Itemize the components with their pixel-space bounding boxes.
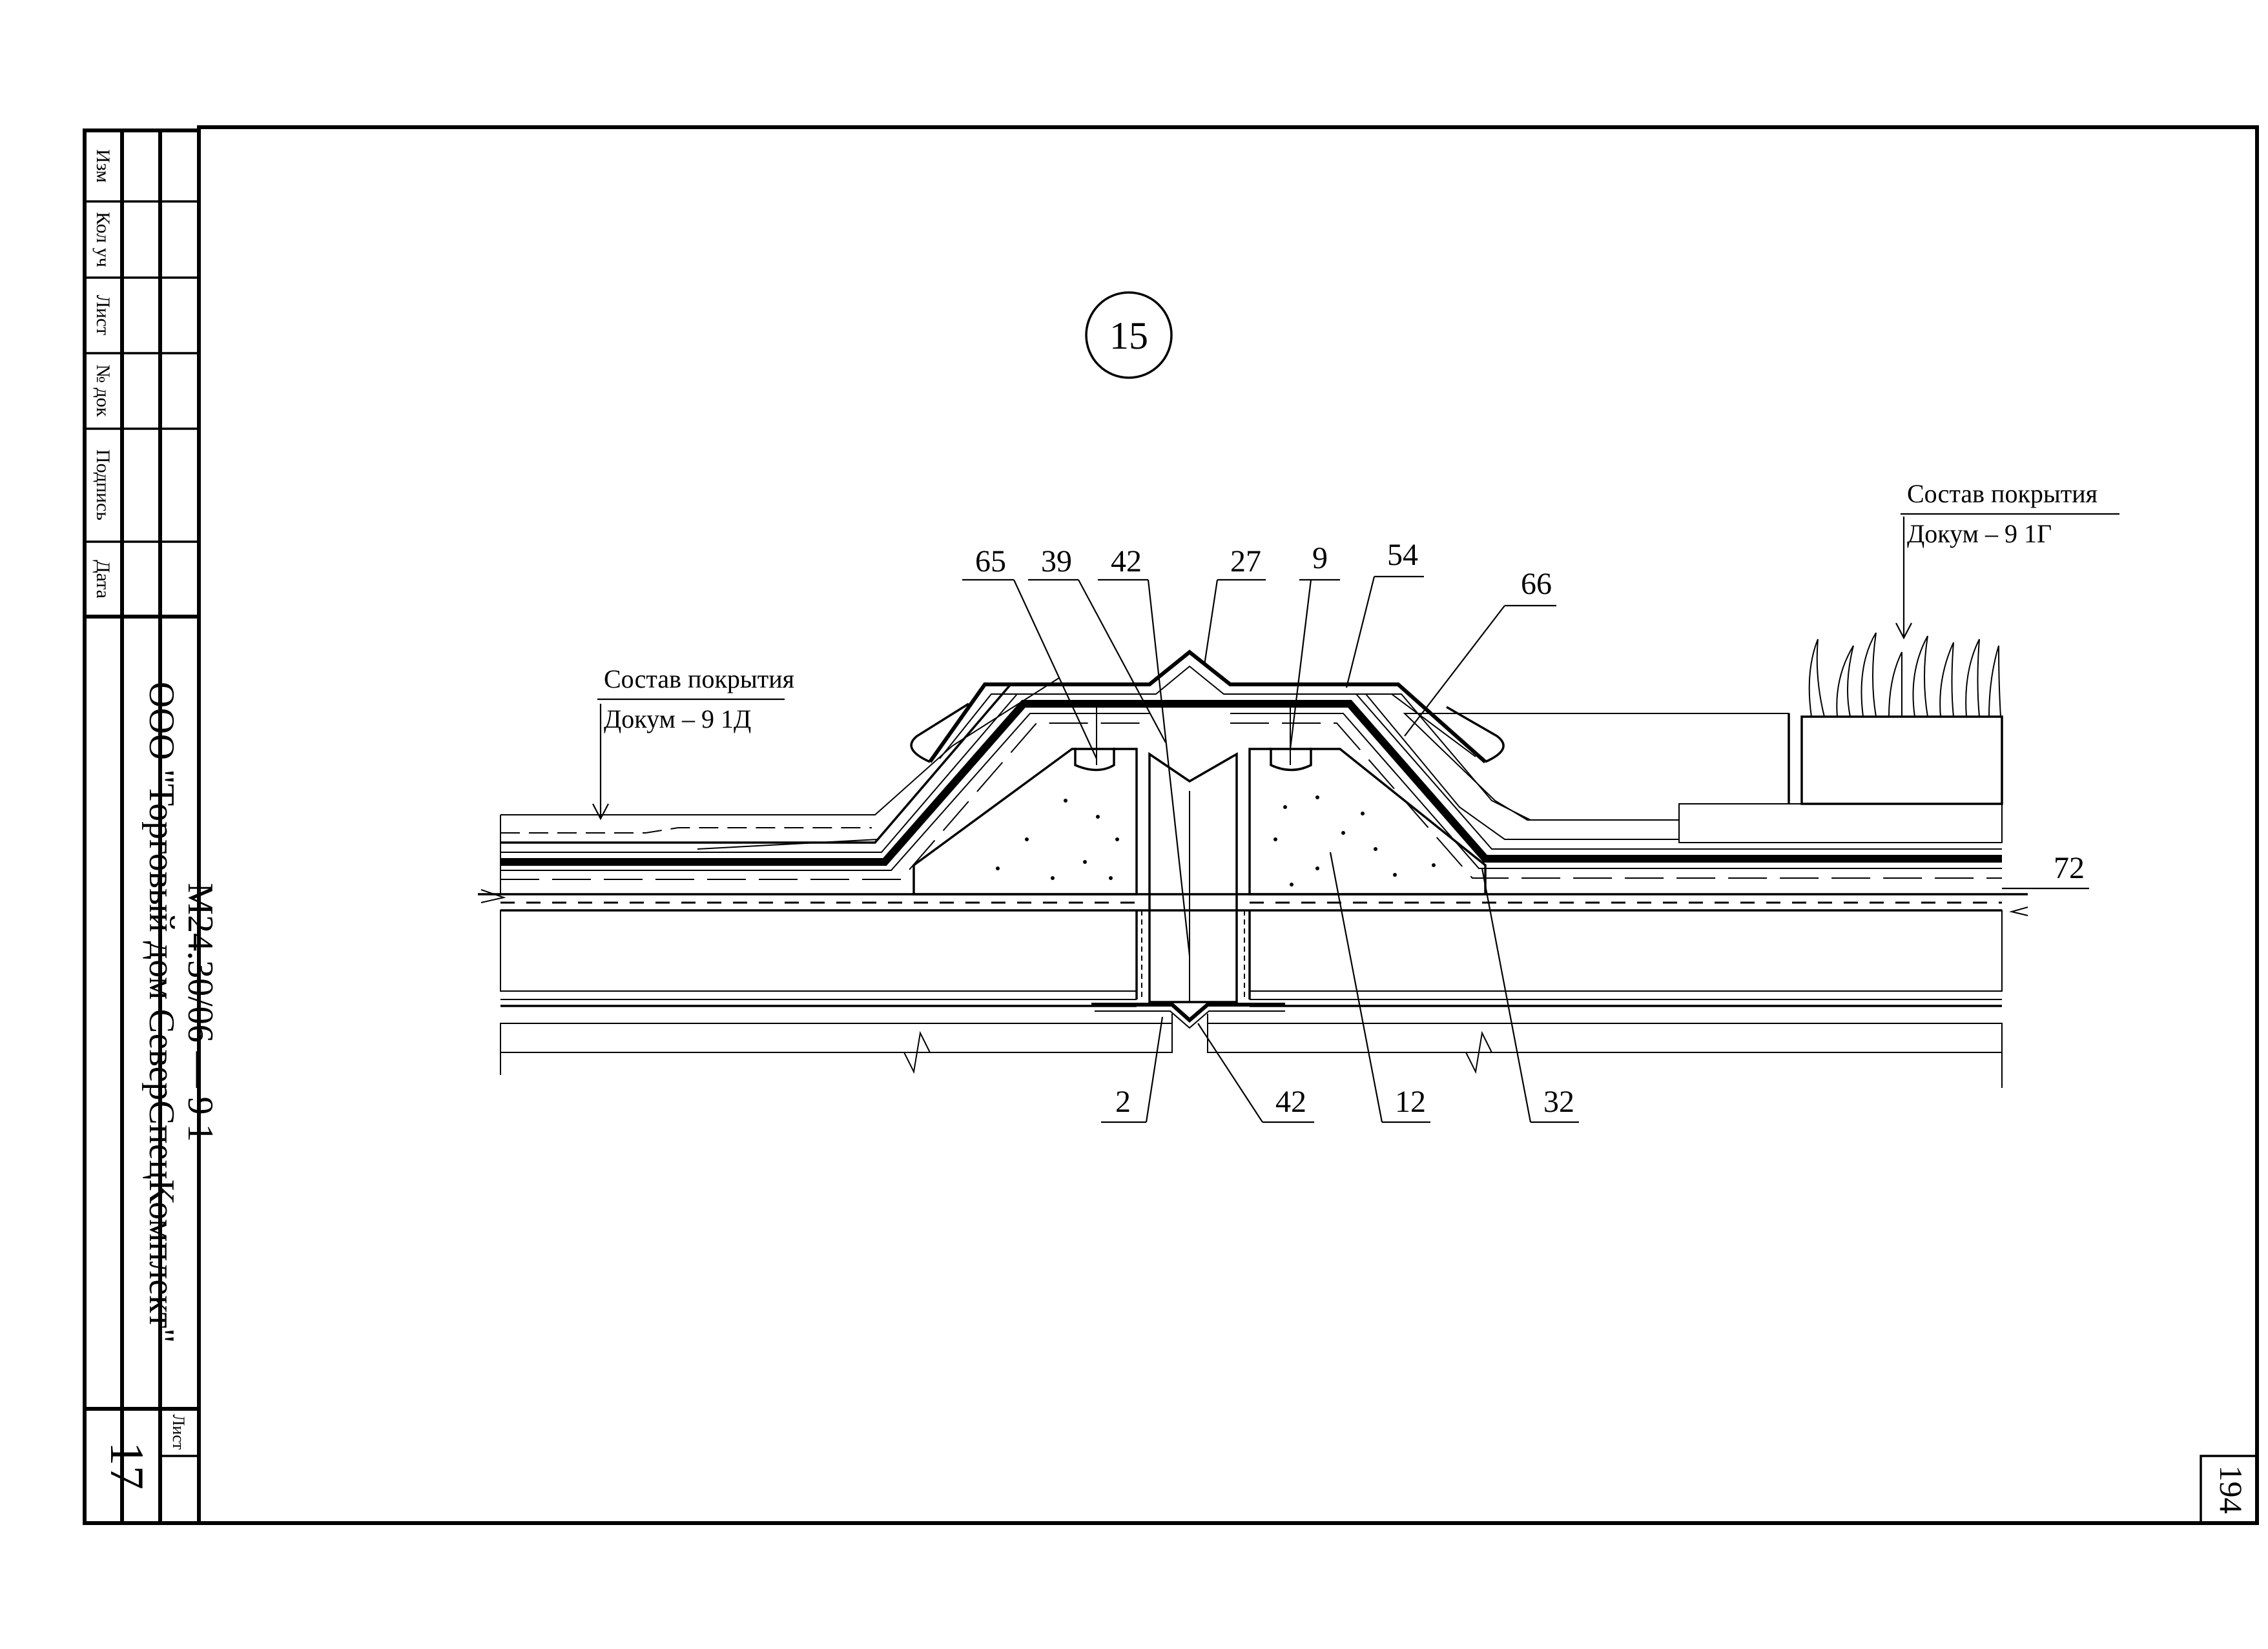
joint-filler: [1148, 752, 1238, 1003]
callout-42-top: 42: [1111, 544, 1142, 579]
sheet-number: 17: [100, 1442, 153, 1490]
planter-box: [1800, 715, 2003, 805]
grass: [1808, 632, 2001, 717]
callout-39: 39: [1041, 544, 1072, 579]
wedge-right: [1248, 748, 1487, 896]
col-kol-uch: Кол уч: [92, 212, 114, 267]
sheet-label: Лист: [169, 1415, 188, 1449]
revision-column-headings: Изм Кол уч Лист № док Подпись Дата: [92, 149, 114, 599]
note-right: Состав покрытия Докум – 9 1Г: [1895, 479, 2119, 640]
insulation-left: [500, 910, 1137, 992]
wedge-aggregate: [996, 795, 1436, 886]
lightweight-fill-lower: [1678, 803, 2003, 843]
slab-right: [1207, 1023, 2003, 1053]
callout-2: 2: [1115, 1085, 1131, 1119]
callout-9: 9: [1312, 541, 1328, 575]
insulation-right: [1249, 910, 2003, 992]
slab-left: [500, 1023, 1173, 1053]
document-code: М24.30/06 — 9 1: [180, 883, 220, 1142]
callout-12: 12: [1395, 1085, 1426, 1119]
callout-66: 66: [1521, 567, 1552, 601]
wedge-left: [912, 748, 1138, 896]
callout-54: 54: [1387, 538, 1418, 572]
col-list: Лист: [92, 295, 114, 336]
roof-section: [478, 632, 2028, 1088]
membrane-strips: [523, 855, 1840, 866]
joint-cap: [928, 650, 1487, 764]
note-left: Состав покрытия Докум – 9 1Д: [592, 664, 794, 821]
note-left-title: Состав покрытия: [604, 664, 794, 693]
page-number: 194: [2213, 1466, 2249, 1514]
callout-42-bottom: 42: [1275, 1085, 1306, 1119]
callouts: 65 39 42 27 9 54 66 72 2 42: [962, 538, 2089, 1123]
col-date: Дата: [92, 560, 114, 599]
sheet-frame: [83, 125, 2259, 1525]
callout-72: 72: [2054, 851, 2085, 885]
note-right-title: Состав покрытия: [1907, 479, 2098, 508]
col-doc-no: № док: [92, 365, 114, 417]
note-right-ref: Докум – 9 1Г: [1907, 519, 2052, 548]
node-marker: 15: [1085, 291, 1173, 379]
company-name: ООО "Торговый дом СеверСпецКомплект": [141, 682, 181, 1343]
col-signature: Подпись: [92, 449, 114, 520]
node-number: 15: [1109, 314, 1148, 357]
callout-32: 32: [1543, 1085, 1574, 1119]
callout-65: 65: [975, 544, 1006, 579]
col-izm: Изм: [92, 149, 114, 183]
callout-27: 27: [1230, 544, 1261, 579]
note-left-ref: Докум – 9 1Д: [604, 704, 751, 733]
